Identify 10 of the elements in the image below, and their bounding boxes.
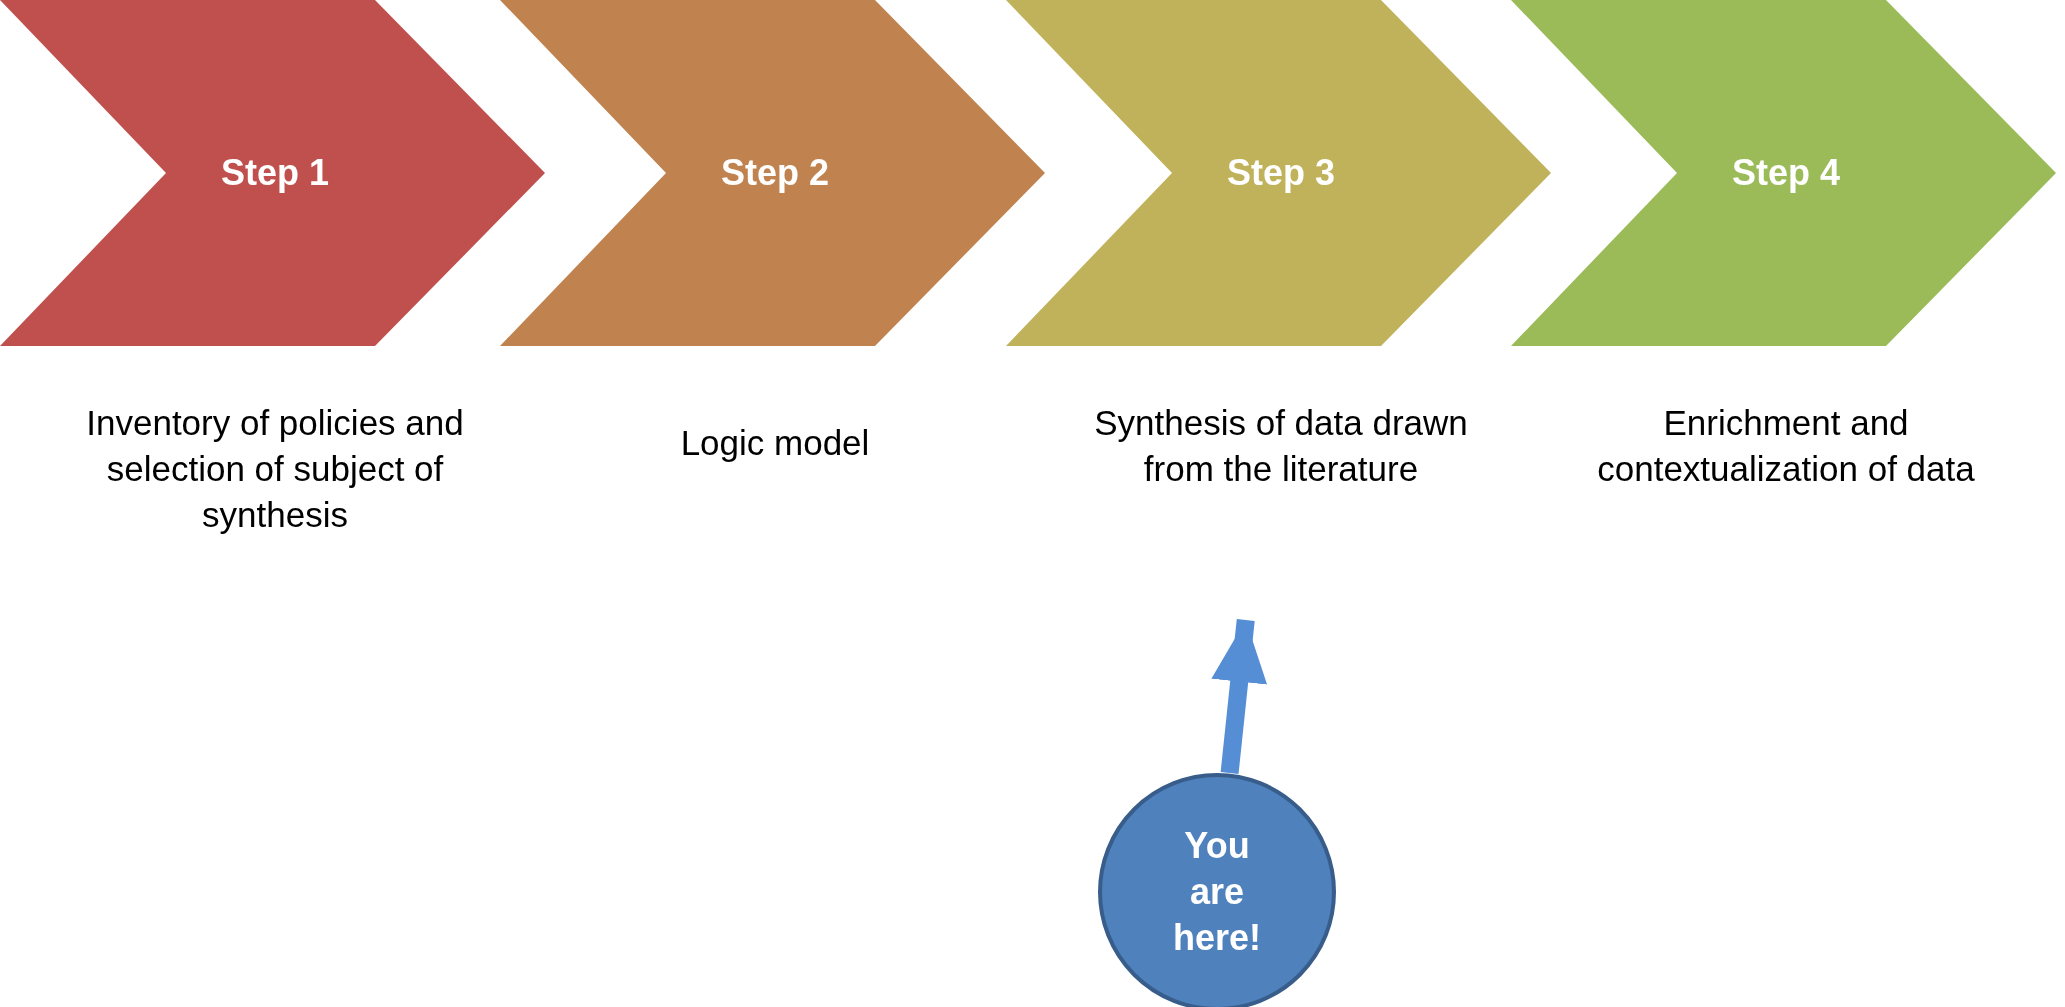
step-label: Step 2: [721, 152, 829, 194]
step-label: Step 3: [1227, 152, 1335, 194]
arrow: [1211, 619, 1268, 774]
step-description: Synthesis of data drawn from the literature: [1093, 402, 1469, 490]
step-description: Enrichment and contextualization of data: [1596, 402, 1976, 490]
step-label: Step 1: [221, 152, 329, 194]
location-marker: You are here!: [1098, 773, 1336, 1007]
step-label: Step 4: [1732, 152, 1840, 194]
step-description: Logic model: [679, 422, 871, 464]
step-description: Inventory of policies and selection of subject of synthesis: [85, 402, 465, 536]
